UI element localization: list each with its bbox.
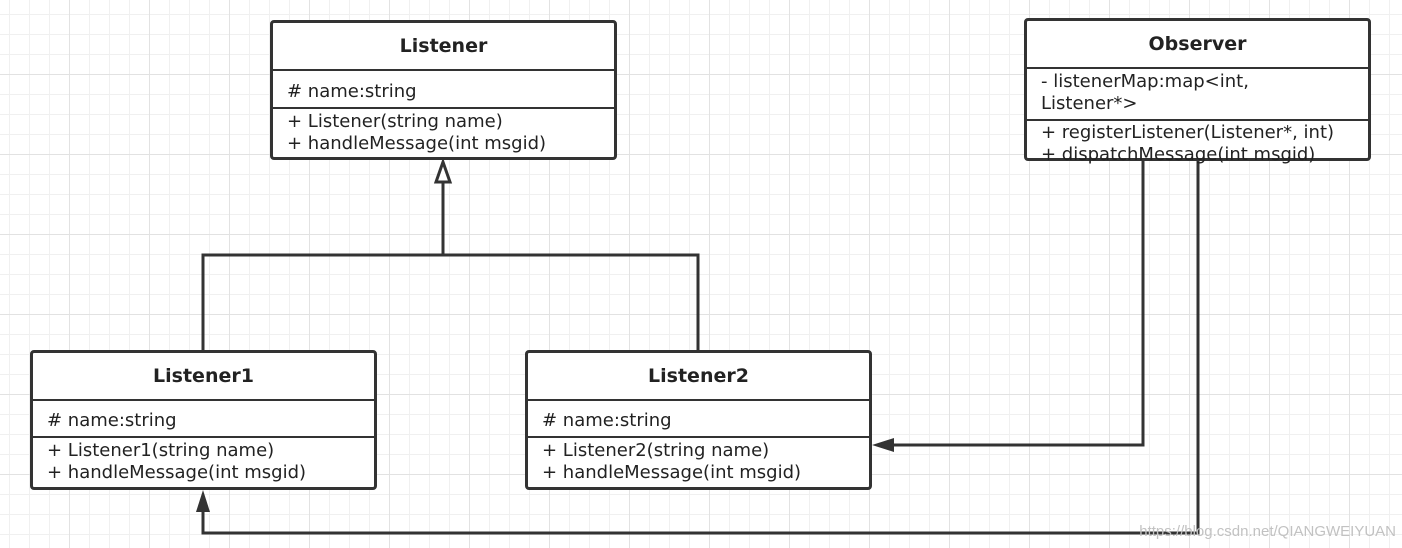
- watermark: https://blog.csdn.net/QIANGWEIYUAN: [1139, 523, 1396, 540]
- method: + handleMessage(int msgid): [287, 133, 547, 154]
- generalization-connector: [201, 157, 700, 350]
- method: + dispatchMessage(int msgid): [1041, 144, 1316, 165]
- methods-section: + Listener2(string name) + handleMessage…: [528, 438, 869, 488]
- class-name: Listener2: [528, 353, 869, 401]
- filled-arrowhead-listener1: [196, 490, 210, 512]
- method: + Listener2(string name): [542, 440, 770, 461]
- attributes-section: - listenerMap:map<int, Listener*>: [1027, 69, 1368, 121]
- method: + handleMessage(int msgid): [542, 462, 802, 483]
- filled-arrowhead-listener2: [872, 438, 894, 452]
- association-observer-listener1: [196, 160, 1200, 535]
- method: + handleMessage(int msgid): [47, 462, 307, 483]
- class-listener2[interactable]: Listener2 # name:string + Listener2(stri…: [525, 350, 872, 490]
- methods-section: + Listener(string name) + handleMessage(…: [273, 109, 614, 159]
- attribute: # name:string: [287, 81, 417, 102]
- class-listener1[interactable]: Listener1 # name:string + Listener1(stri…: [30, 350, 377, 490]
- methods-section: + registerListener(Listener*, int) + dis…: [1027, 121, 1368, 170]
- association-line-listener2: [893, 160, 1145, 447]
- attributes-section: # name:string: [273, 71, 614, 109]
- class-name: Listener: [273, 23, 614, 71]
- attribute: # name:string: [47, 410, 177, 431]
- method: + Listener(string name): [287, 111, 503, 132]
- attribute: # name:string: [542, 410, 672, 431]
- association-observer-listener2: [872, 160, 1145, 452]
- method: + registerListener(Listener*, int): [1041, 122, 1335, 143]
- inheritance-line-listener2: [443, 253, 700, 350]
- association-line-listener1: [201, 160, 1200, 535]
- attribute: Listener*>: [1041, 93, 1138, 114]
- class-observer[interactable]: Observer - listenerMap:map<int, Listener…: [1024, 18, 1371, 165]
- attributes-section: # name:string: [528, 401, 869, 438]
- attribute: - listenerMap:map<int,: [1041, 71, 1249, 92]
- attributes-section: # name:string: [33, 401, 374, 438]
- hollow-triangle-arrowhead: [433, 157, 453, 184]
- method: + Listener1(string name): [47, 440, 275, 461]
- inheritance-line-listener1: [201, 253, 443, 350]
- methods-section: + Listener1(string name) + handleMessage…: [33, 438, 374, 488]
- class-listener[interactable]: Listener # name:string + Listener(string…: [270, 20, 617, 160]
- class-name: Listener1: [33, 353, 374, 401]
- class-name: Observer: [1027, 21, 1368, 69]
